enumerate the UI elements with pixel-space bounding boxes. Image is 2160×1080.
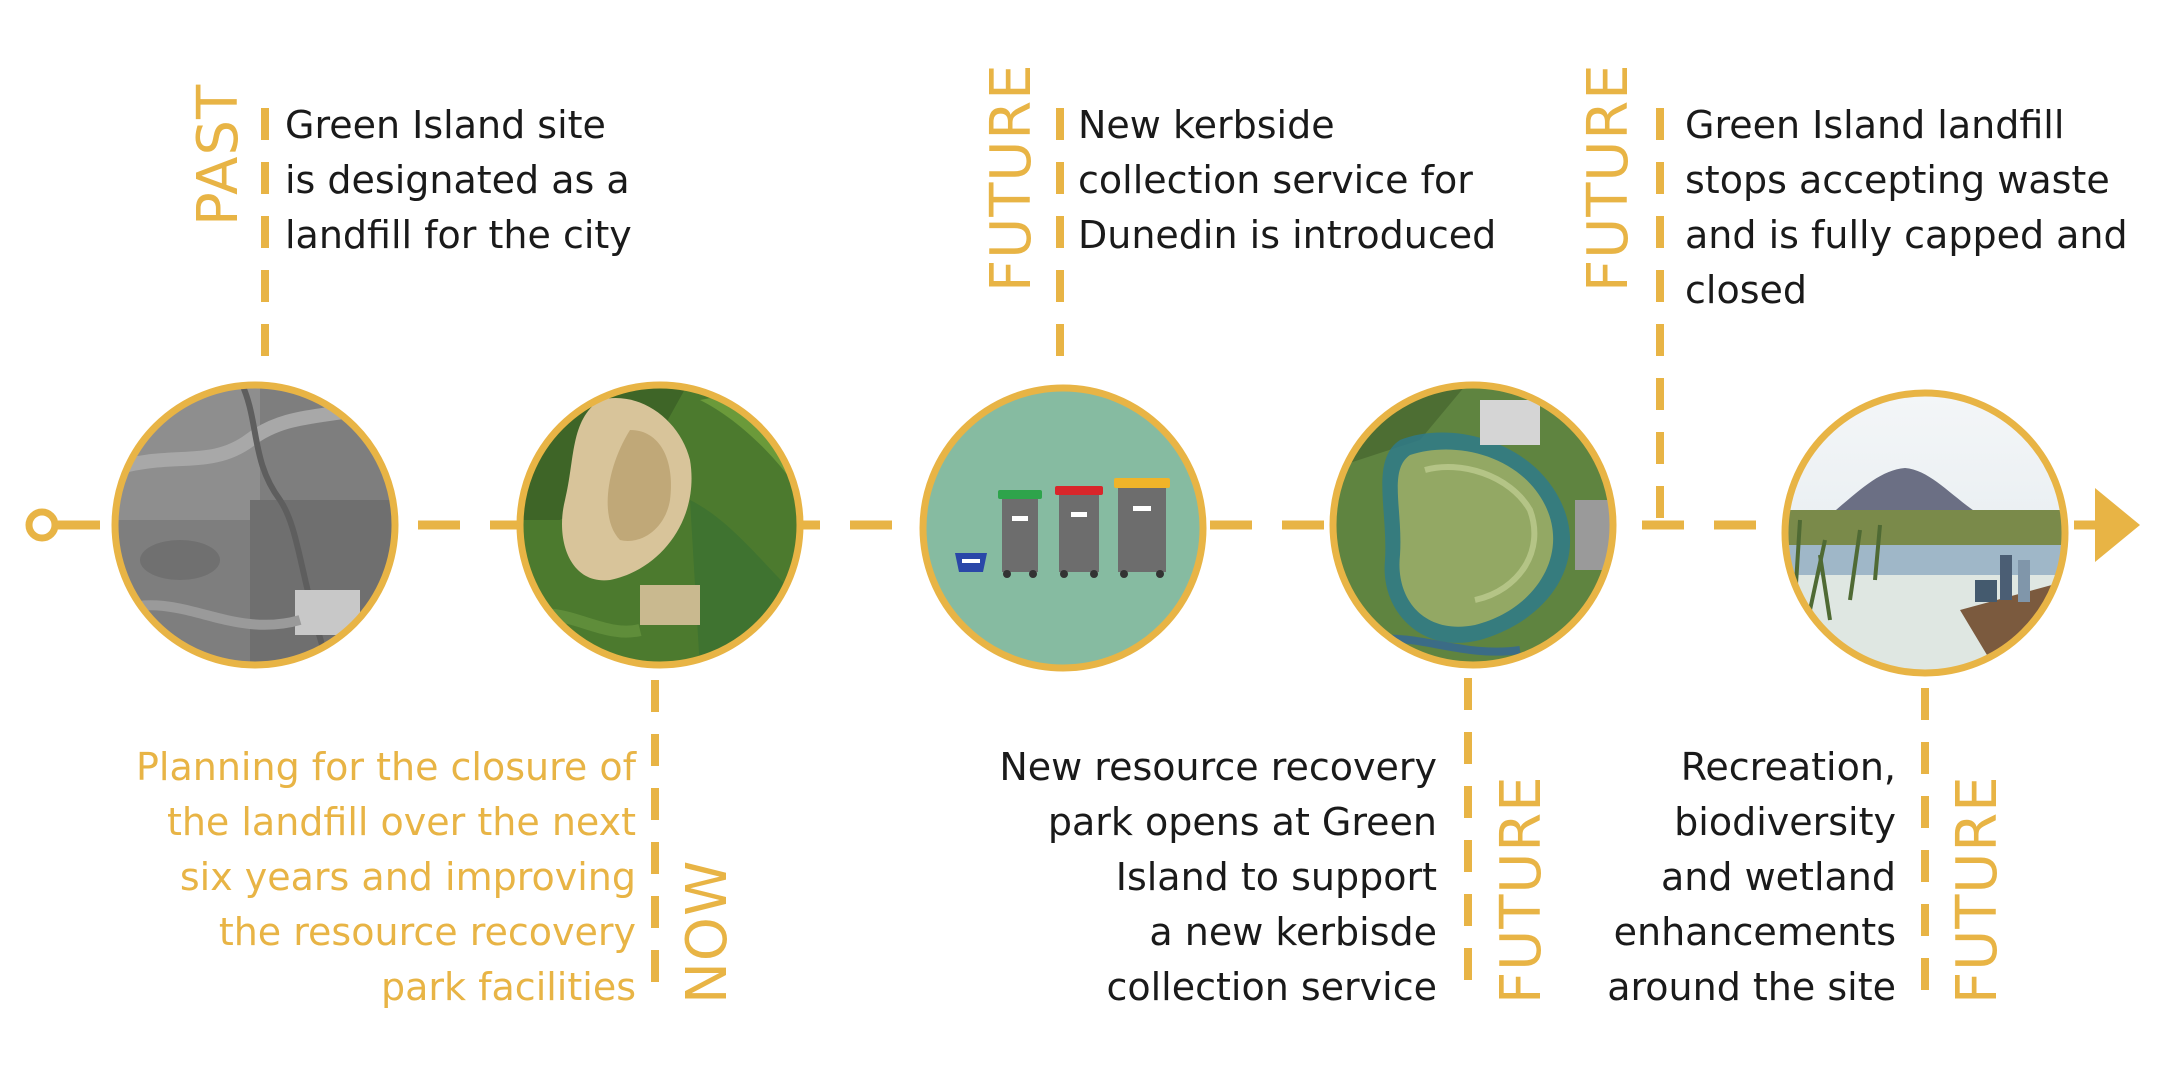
event-5-description: Green Island landfill stops accepting wa…	[1685, 103, 2128, 312]
wheelie-bins-icon	[919, 384, 1207, 672]
event-1-tag: PAST	[186, 83, 251, 226]
event-6-tag: FUTURE	[1945, 775, 2010, 1004]
timeline-start-node	[25, 508, 59, 542]
event-6-description: Recreation, biodiversity and wetland enh…	[1607, 745, 1896, 1009]
aerial-photo-historic-icon	[111, 381, 399, 669]
event-2-description: Planning for the closure of the landfill…	[136, 745, 636, 1009]
timeline-connectors	[261, 108, 1929, 1010]
recycling-crate-icon	[955, 553, 987, 572]
aerial-photo-landfill-icon	[516, 381, 804, 669]
yellow-lid-bin-icon	[1114, 478, 1170, 578]
green-lid-bin-icon	[998, 490, 1042, 578]
event-4-description: New resource recovery park opens at Gree…	[999, 745, 1437, 1009]
event-1-description: Green Island site is designated as a lan…	[285, 103, 632, 257]
red-lid-bin-icon	[1055, 486, 1103, 578]
event-5-tag: FUTURE	[1576, 63, 1641, 292]
timeline-arrow-head	[2095, 488, 2140, 562]
event-3-tag: FUTURE	[979, 63, 1044, 292]
wetland-boardwalk-illustration-icon	[1781, 389, 2069, 677]
aerial-photo-capped-landfill-icon	[1329, 381, 1617, 669]
event-3-description: New kerbside collection service for Dune…	[1078, 103, 1497, 257]
event-2-tag: NOW	[675, 859, 740, 1004]
event-4-tag: FUTURE	[1489, 775, 1554, 1004]
